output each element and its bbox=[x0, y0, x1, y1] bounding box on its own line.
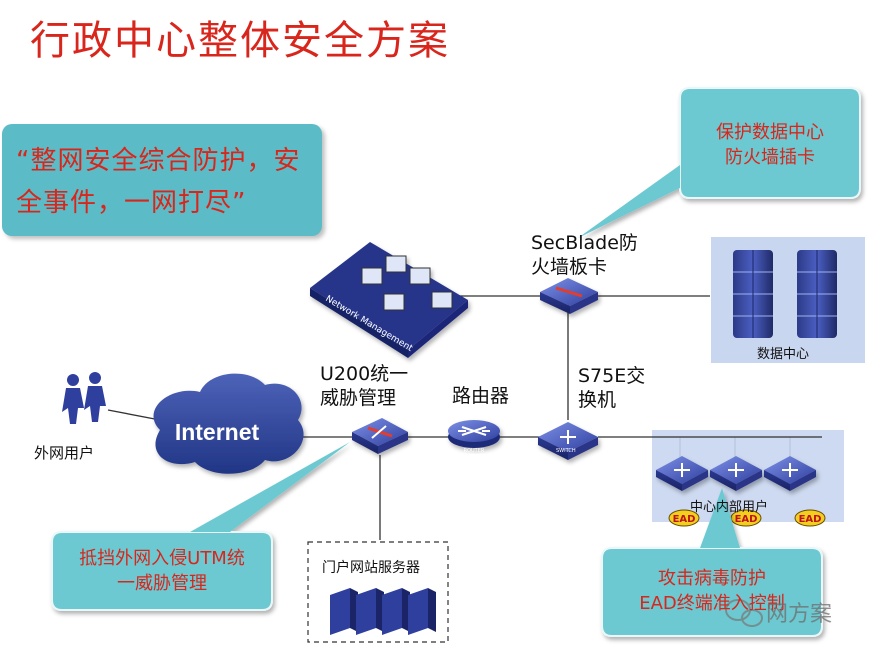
portal-server-icon bbox=[330, 588, 436, 635]
callout-utm-text: 抵挡外网入侵UTM统 一威胁管理 bbox=[52, 546, 272, 596]
external-users-icon bbox=[62, 372, 106, 424]
secblade-label-line-1: SecBlade防 bbox=[531, 232, 638, 254]
secblade-label: SecBlade防 火墙板卡 bbox=[531, 231, 638, 279]
s75e-label-line-2: 换机 bbox=[578, 389, 617, 411]
callout-firewall-card-line-2: 防火墙插卡 bbox=[725, 147, 815, 168]
router-label: 路由器 bbox=[452, 385, 510, 407]
utm-label-line-1: U200统一 bbox=[320, 363, 409, 385]
portal-server-label: 门户网站服务器 bbox=[322, 560, 420, 576]
callout-utm-line-2: 一威胁管理 bbox=[117, 573, 207, 594]
callout-ead-line-1: 攻击病毒防护 bbox=[658, 568, 766, 589]
secblade-firewall-icon bbox=[540, 278, 598, 314]
callout-ead bbox=[601, 488, 823, 637]
utm-device-icon bbox=[352, 418, 408, 454]
external-users-label: 外网用户 bbox=[34, 444, 95, 462]
internet-cloud-icon bbox=[153, 373, 304, 474]
server-rack-icon-2 bbox=[797, 250, 837, 338]
s75e-label: S75E交 换机 bbox=[578, 364, 645, 412]
callout-ead-line-2: EAD终端准入控制 bbox=[639, 593, 785, 614]
lan-switch-icon-3 bbox=[764, 456, 816, 491]
ead-badge-label-3: EAD bbox=[799, 514, 822, 525]
data-center-label: 数据中心 bbox=[757, 347, 810, 362]
watermark-text: 网方案 bbox=[766, 602, 833, 627]
lan-switch-icon-2 bbox=[710, 456, 762, 491]
callout-firewall-card-line-1: 保护数据中心 bbox=[716, 122, 824, 143]
callout-firewall-card-text: 保护数据中心 防火墙插卡 bbox=[680, 120, 860, 170]
internal-users-label: 中心内部用户 bbox=[690, 500, 769, 515]
utm-label-line-2: 威胁管理 bbox=[320, 387, 397, 409]
callout-utm-line-1: 抵挡外网入侵UTM统 bbox=[79, 548, 245, 569]
slogan-text: “整网安全综合防护，安 全事件，一网打尽” bbox=[16, 140, 316, 224]
server-rack-icon-1 bbox=[733, 250, 773, 338]
wechat-watermark-icon bbox=[725, 599, 763, 627]
utm-label: U200统一 威胁管理 bbox=[320, 362, 408, 410]
s75e-switch-icon bbox=[538, 422, 598, 460]
router-icon bbox=[448, 420, 500, 448]
ead-badge-label-2: EAD bbox=[735, 514, 758, 525]
internet-label: Internet bbox=[175, 419, 260, 445]
page-title: 行政中心整体安全方案 bbox=[30, 18, 450, 64]
callout-utm bbox=[51, 442, 350, 611]
slogan-box: “整网安全综合防护，安 全事件，一网打尽” bbox=[2, 124, 322, 236]
callout-firewall-card bbox=[578, 87, 861, 238]
ead-badge-3: EAD bbox=[794, 509, 826, 527]
secblade-label-line-2: 火墙板卡 bbox=[531, 256, 608, 278]
switch-tag: SWITCH bbox=[556, 448, 576, 454]
callout-ead-text: 攻击病毒防护 EAD终端准入控制 bbox=[602, 566, 822, 616]
s75e-label-line-1: S75E交 bbox=[578, 365, 646, 387]
ead-badge-1: EAD bbox=[668, 509, 700, 527]
line-users-internet bbox=[107, 409, 161, 421]
slogan-line-1: “整网安全综合防护，安 bbox=[16, 146, 301, 176]
router-tag: ROUTER bbox=[464, 448, 485, 454]
slogan-line-2: 全事件，一网打尽” bbox=[16, 188, 247, 218]
lan-switch-icon-1 bbox=[656, 456, 708, 491]
ead-badge-2: EAD bbox=[730, 509, 762, 527]
ead-badge-label-1: EAD bbox=[673, 514, 696, 525]
network-management-icon bbox=[310, 242, 468, 358]
